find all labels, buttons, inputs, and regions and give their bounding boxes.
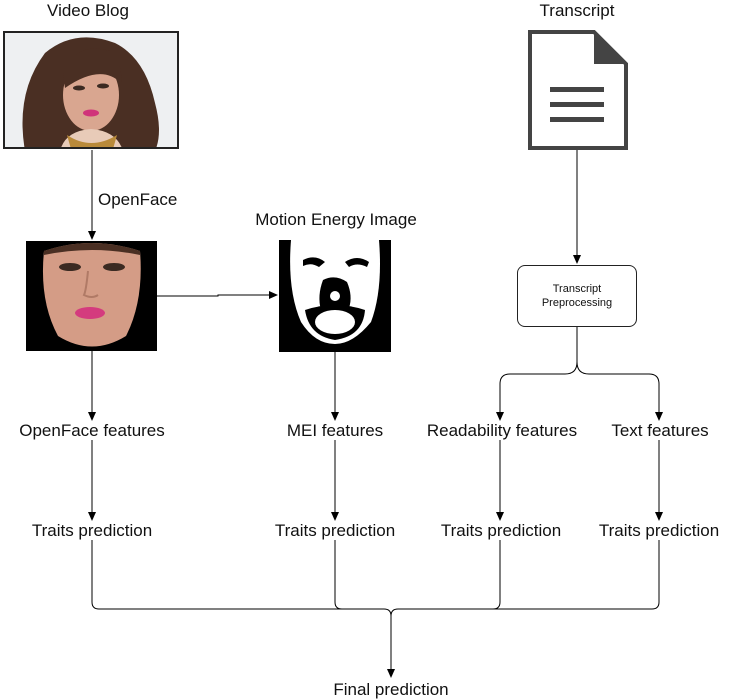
face-crop-image: [26, 241, 157, 351]
transcript-preprocessing-box: Transcript Preprocessing: [517, 265, 637, 327]
preprocess-line-1: Transcript: [552, 283, 602, 295]
traits-prediction-mei: Traits prediction: [274, 521, 396, 540]
arrow-face-to-mei: [157, 291, 278, 299]
mei-title: Motion Energy Image: [255, 210, 417, 229]
video-blog-label: Video Blog: [47, 1, 129, 20]
merge-lines: [91, 540, 392, 617]
openface-step-label: OpenFace: [98, 190, 178, 209]
video-blog-thumbnail: [3, 31, 179, 149]
text-features-label: Text features: [611, 421, 709, 440]
mei-features-label: MEI features: [286, 421, 384, 440]
traits-prediction-text: Traits prediction: [598, 521, 720, 540]
openface-features-label: OpenFace features: [19, 421, 165, 440]
traits-prediction-readability: Traits prediction: [440, 521, 562, 540]
document-icon: [528, 30, 628, 150]
arrow-preprocess-split: [496, 327, 578, 421]
motion-energy-image: [279, 240, 391, 352]
preprocess-line-2: Preprocessing: [541, 297, 613, 309]
readability-features-label: Readability features: [426, 421, 578, 440]
transcript-label: Transcript: [539, 1, 615, 20]
traits-prediction-openface: Traits prediction: [31, 521, 153, 540]
final-prediction-label: Final prediction: [333, 680, 449, 699]
